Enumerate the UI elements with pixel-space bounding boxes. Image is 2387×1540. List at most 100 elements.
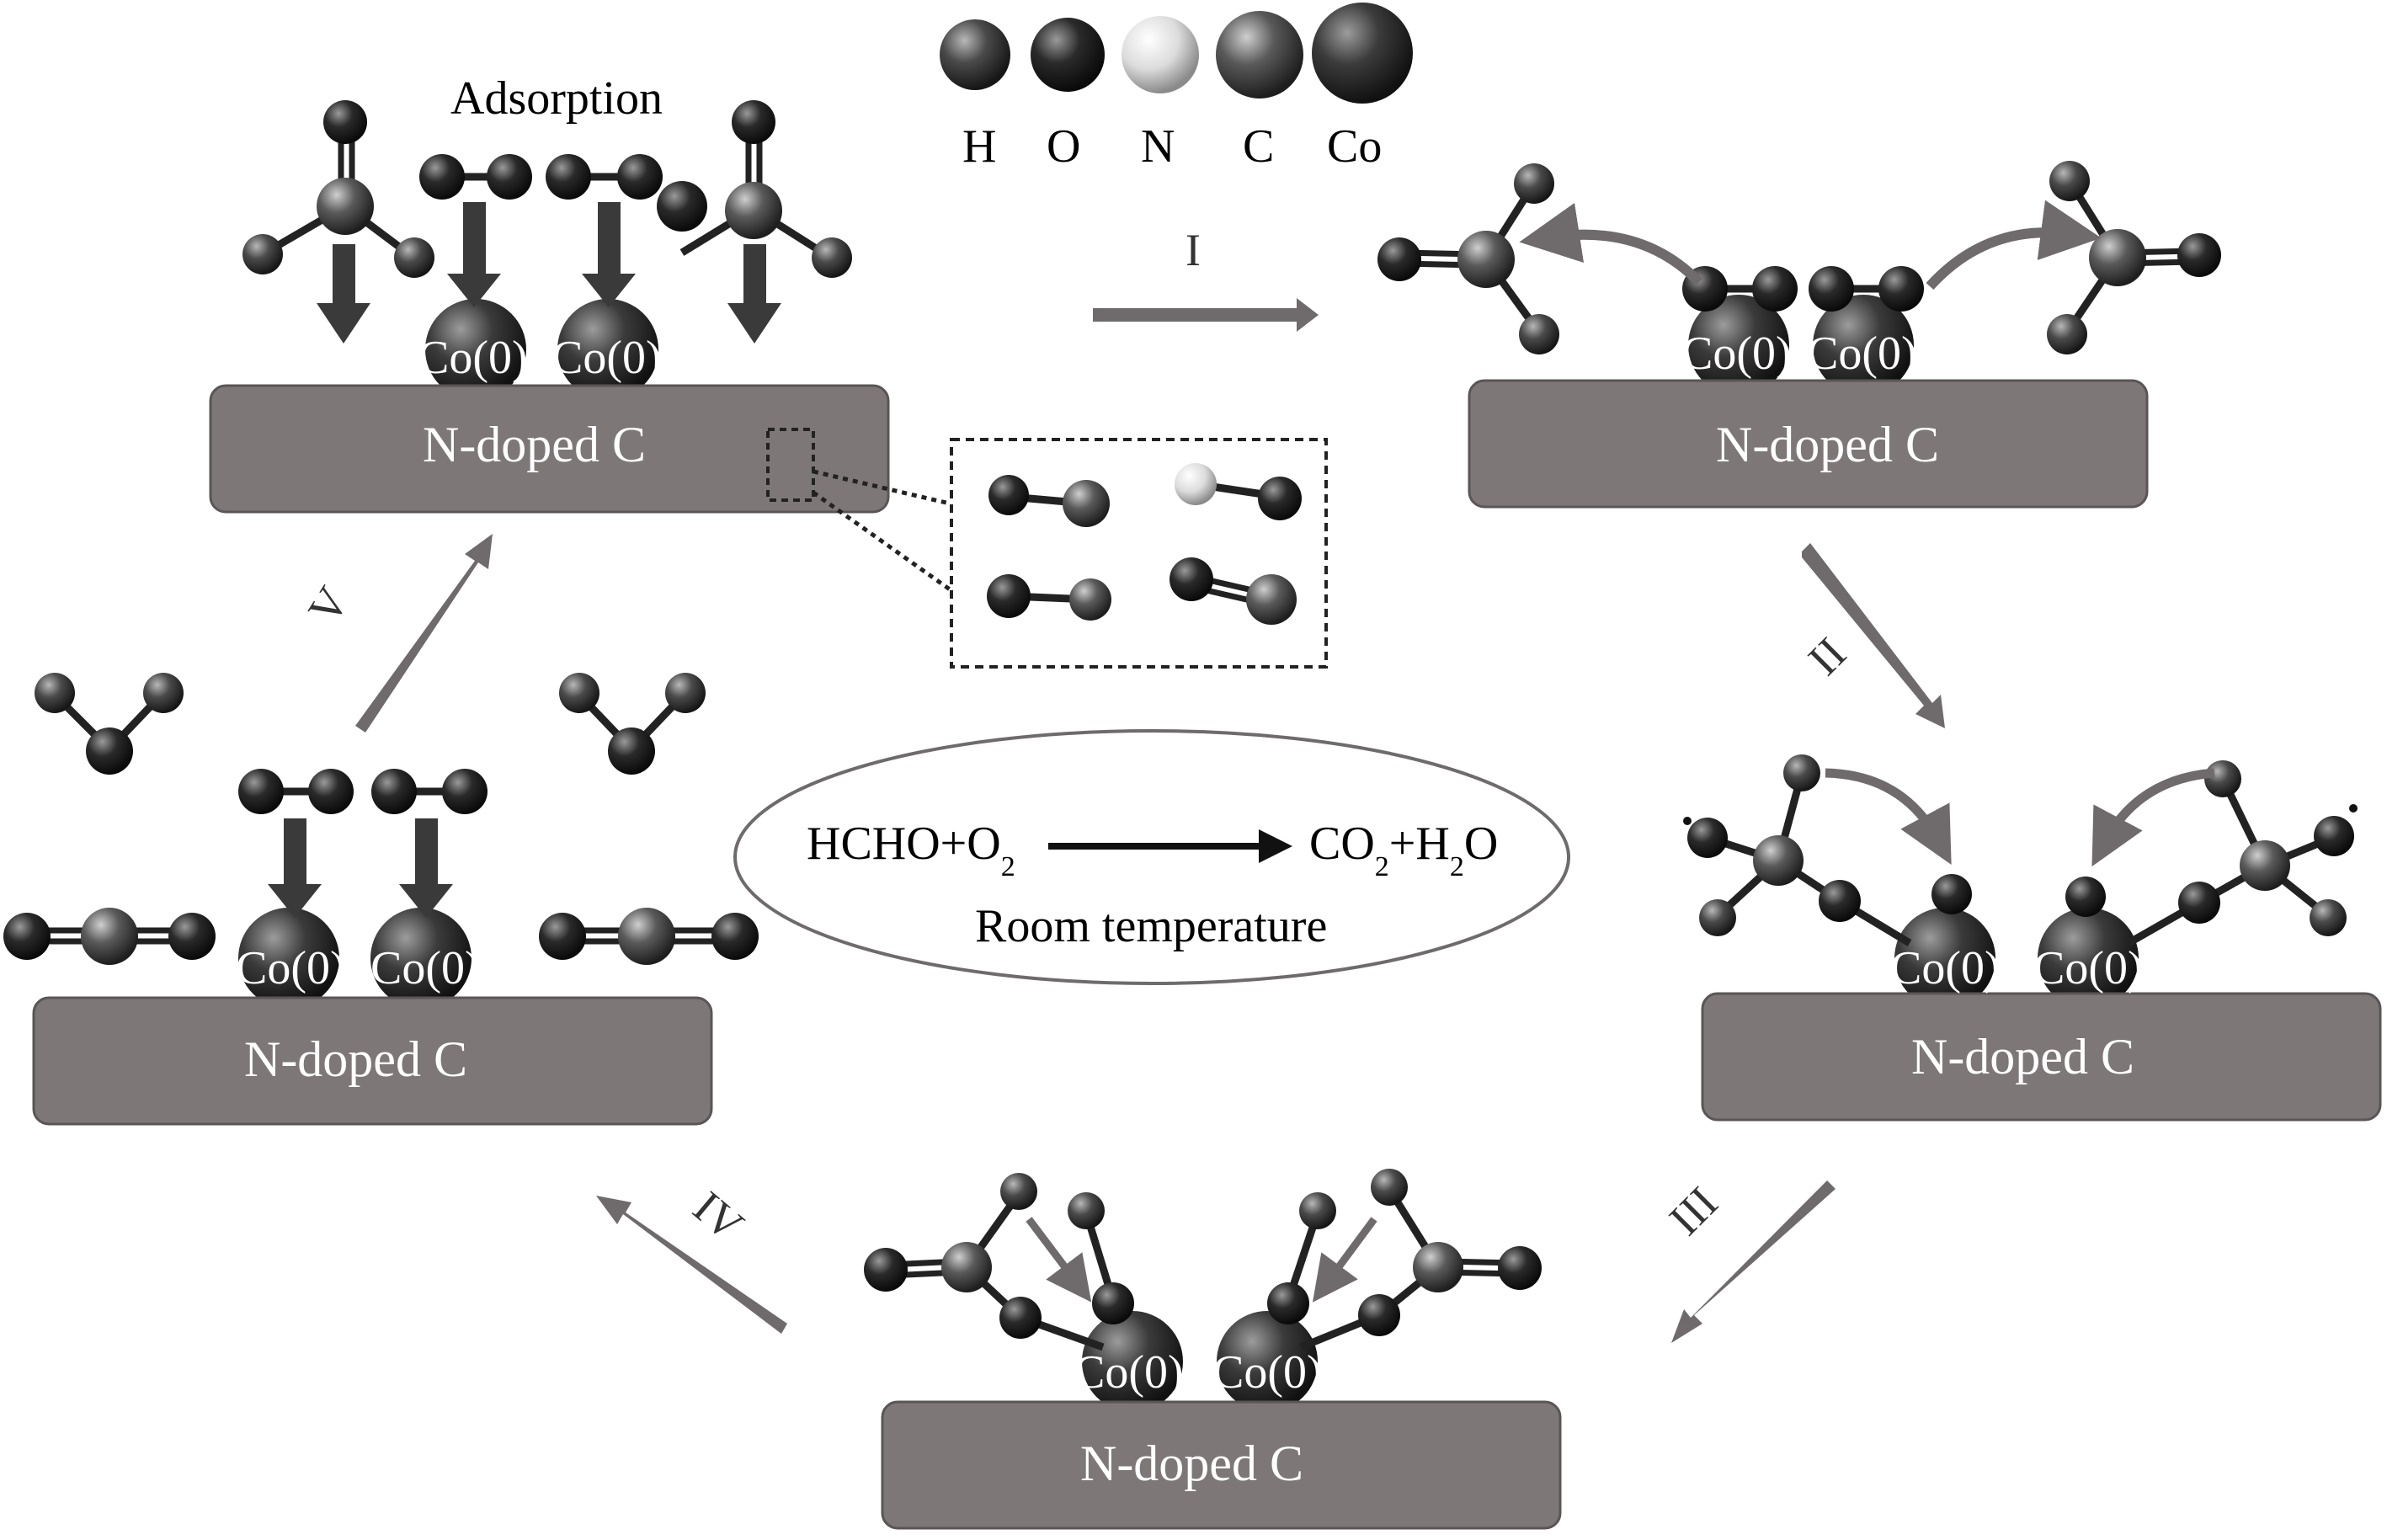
step-label-ii: II: [1798, 628, 1856, 685]
reaction-rhs-sub1: 2: [1375, 851, 1389, 882]
migration-arrow: [1519, 202, 1703, 286]
reaction-ellipse: [733, 729, 1570, 985]
inset-dopant-pair: [1175, 463, 1302, 520]
legend-n-label: N: [1141, 120, 1175, 173]
cobalt-atom: [370, 908, 472, 1009]
oxygen-molecule: [1809, 266, 1924, 312]
reaction-rhs-sub2: 2: [1450, 851, 1464, 882]
cobalt-atom: [238, 908, 339, 1009]
cobalt-label: Co(0): [1212, 1346, 1323, 1399]
cobalt-atom: [1082, 1311, 1183, 1412]
migration-arrow: [2091, 768, 2215, 867]
migration-arrow: [1026, 1217, 1092, 1303]
formaldehyde-molecule: [242, 100, 434, 278]
oxygen-atom: [1931, 874, 1972, 914]
oxygen-atom: [2065, 877, 2106, 917]
inset-box: [950, 438, 1328, 669]
formaldehyde-molecule: [2047, 161, 2221, 354]
reaction-lhs-main: HCHO+O: [807, 818, 1001, 870]
migration-arrow: [1926, 200, 2102, 290]
reaction-rhs: CO2+H2O: [1309, 818, 1498, 882]
intermediate-molecule: [1683, 754, 1912, 946]
intermediate-molecule: [1267, 1169, 1542, 1351]
cobalt-atom: [1894, 908, 1995, 1009]
cobalt-label: Co(0): [236, 942, 346, 994]
cobalt-label: Co(0): [551, 332, 662, 384]
step-arrow-ii: II: [1798, 543, 1945, 728]
surface-label: N-doped C: [1080, 1436, 1303, 1491]
carbon-dioxide-molecule: [539, 908, 759, 965]
reaction-lhs-sub: 2: [1001, 851, 1015, 882]
surface-slab: [32, 996, 713, 1126]
surface-label: N-doped C: [423, 417, 646, 472]
reaction-condition: Room temperature: [975, 900, 1327, 952]
legend-h-atom: [940, 19, 1010, 90]
panel-step-iv: Co(0) Co(0) N-doped C: [3, 673, 759, 1126]
cobalt-label: Co(0): [1074, 1346, 1184, 1399]
cobalt-atom: [1217, 1311, 1318, 1412]
legend-h-label: H: [962, 120, 996, 173]
adsorption-label: Adsorption: [450, 72, 663, 125]
formaldehyde-molecule: [1377, 163, 1559, 354]
surface-slab: [1701, 992, 2382, 1122]
formaldehyde-molecule: [657, 100, 852, 278]
step-arrow-v: V: [298, 534, 493, 733]
oxygen-molecule: [371, 769, 488, 814]
migration-arrow: [1312, 1217, 1377, 1303]
legend-co-label: Co: [1327, 120, 1382, 173]
water-molecule: [35, 673, 184, 775]
overall-reaction: HCHO+O2 CO2+H2O Room temperature: [733, 729, 1570, 985]
cobalt-atom: [425, 299, 526, 400]
legend-c-atom: [1216, 11, 1303, 99]
panel-adsorption: Adsorption Co(0) Co(0) N-doped C: [209, 72, 890, 514]
adsorption-arrows: [317, 202, 781, 344]
surface-label: N-doped C: [1911, 1029, 2134, 1084]
cobalt-label: Co(0): [1681, 328, 1792, 380]
surface-label: N-doped C: [244, 1031, 467, 1087]
legend-o-atom: [1031, 18, 1105, 92]
intermediate-molecule: [864, 1173, 1134, 1351]
legend-c-label: C: [1243, 120, 1274, 173]
surface-label: N-doped C: [1716, 417, 1939, 472]
intermediate-molecule: [2126, 760, 2358, 946]
step-label-iii: III: [1660, 1177, 1728, 1245]
inset-dopant-pair: [987, 574, 1111, 621]
cobalt-atom: [1688, 295, 1789, 396]
step-arrow-i: I: [1093, 225, 1319, 332]
cobalt-atom: [2038, 908, 2139, 1009]
cobalt-label: Co(0): [1807, 328, 1917, 380]
step-label-iv: IV: [684, 1181, 753, 1251]
cobalt-label: Co(0): [2033, 942, 2144, 994]
oxygen-molecule: [546, 154, 663, 200]
step-label-i: I: [1186, 225, 1201, 275]
surface-slab: [881, 1400, 1562, 1530]
panel-step-i: Co(0) Co(0) N-doped C: [1377, 161, 2221, 509]
inset-dopant-pair: [1170, 557, 1297, 625]
surface-slab: [209, 384, 890, 514]
cobalt-label: Co(0): [370, 942, 481, 994]
cobalt-atom: [557, 299, 658, 400]
legend-n-atom: [1122, 16, 1199, 93]
cobalt-label: Co(0): [1890, 942, 2001, 994]
cobalt-atom: [1813, 295, 1914, 396]
cobalt-label: Co(0): [418, 332, 528, 384]
reaction-rhs-h: +H: [1389, 818, 1450, 870]
migration-arrow: [1825, 768, 1952, 866]
carbon-dioxide-molecule: [3, 908, 216, 965]
water-molecule: [559, 673, 706, 775]
adsorption-arrows: [268, 818, 453, 918]
atom-legend: H O N C Co: [940, 3, 1413, 173]
reaction-lhs: HCHO+O2: [807, 818, 1015, 882]
surface-slab: [1468, 379, 2149, 509]
panel-step-ii: Co(0) Co(0) N-doped C: [1683, 754, 2382, 1122]
reaction-rhs-co: CO: [1309, 818, 1375, 870]
step-arrow-iii: III: [1660, 1177, 1836, 1343]
panel-step-iii: Co(0) Co(0) N-doped C: [864, 1169, 1562, 1530]
reaction-rhs-o: O: [1464, 818, 1498, 870]
oxygen-molecule: [238, 769, 354, 814]
legend-co-atom: [1312, 3, 1413, 104]
step-arrow-iv: IV: [596, 1181, 787, 1334]
inset-dopant-pair: [988, 475, 1110, 527]
zoom-inset: [812, 438, 1328, 669]
